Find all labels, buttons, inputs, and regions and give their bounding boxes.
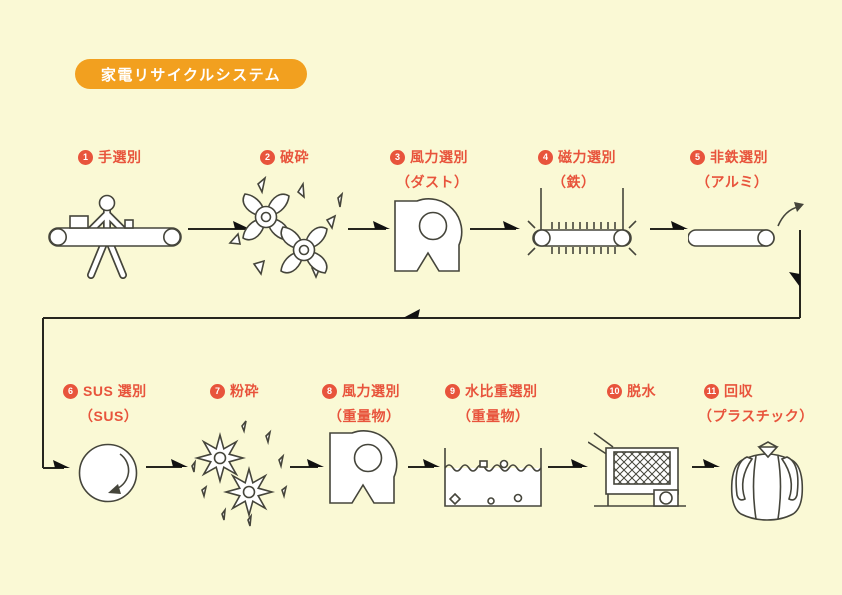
step-label-3: 3 風力選別 （ダスト） <box>390 147 469 192</box>
arrow-step10-step11 <box>692 459 720 468</box>
step-subtitle: （アルミ） <box>696 174 769 190</box>
pulverizer-stars-icon <box>191 420 288 527</box>
step-label-8: 8 風力選別 （重量物） <box>322 381 401 426</box>
arrow-step9-step10 <box>548 459 588 468</box>
air-blower-icon <box>329 430 398 504</box>
step-number-badge: 6 <box>63 383 78 399</box>
title-text: 家電リサイクルシステム <box>100 66 282 84</box>
dewatering-machine-icon <box>588 432 686 507</box>
step-title: 風力選別 <box>410 149 468 165</box>
step-label-9: 9 水比重選別 （重量物） <box>445 381 538 426</box>
step-title: 水比重選別 <box>465 383 538 399</box>
step-number-badge: 5 <box>690 149 705 165</box>
step-title: 風力選別 <box>342 383 400 399</box>
step-subtitle: （ダスト） <box>396 174 469 190</box>
step-number-badge: 8 <box>322 383 337 399</box>
step-title: 磁力選別 <box>558 149 616 165</box>
eddy-current-conveyor-icon <box>688 202 804 247</box>
step-number-badge: 1 <box>78 149 93 165</box>
step-title: 回収 <box>724 383 753 399</box>
step-label-2: 2 破砕 <box>260 147 309 167</box>
title-badge: 家電リサイクルシステム <box>75 59 307 89</box>
step-number-badge: 3 <box>390 149 405 165</box>
step-title: SUS 選別 <box>83 383 147 399</box>
step-title: 破砕 <box>280 149 309 165</box>
crusher-blades-icon <box>228 176 344 280</box>
arrow-step3-step4 <box>470 221 520 230</box>
step-subtitle: （重量物） <box>457 408 530 424</box>
step-subtitle: （重量物） <box>328 408 401 424</box>
step-number-badge: 11 <box>704 383 719 399</box>
step-label-4: 4 磁力選別 （鉄） <box>538 147 616 192</box>
step-label-1: 1 手選別 <box>78 147 142 167</box>
arrow-step4-step5 <box>650 221 688 230</box>
step-label-7: 7 粉砕 <box>210 381 259 401</box>
rotating-drum-icon <box>78 443 138 503</box>
collection-bag-icon <box>730 441 804 521</box>
step-label-10: 10 脱水 <box>607 381 656 401</box>
air-blower-icon <box>394 198 463 272</box>
conveyor-worker-icon <box>48 194 182 279</box>
magnetic-separator-icon <box>527 188 637 256</box>
step-number-badge: 9 <box>445 383 460 399</box>
step-subtitle: （鉄） <box>552 174 596 190</box>
step-subtitle: （プラスチック） <box>698 408 814 424</box>
step-label-5: 5 非鉄選別 （アルミ） <box>690 147 768 192</box>
return-line <box>43 309 800 319</box>
arrow-step8-step9 <box>408 459 440 468</box>
step-number-badge: 7 <box>210 383 225 399</box>
step-title: 手選別 <box>98 149 142 165</box>
step-title: 脱水 <box>627 383 656 399</box>
step-number-badge: 10 <box>607 383 622 399</box>
step-label-11: 11 回収 （プラスチック） <box>698 381 814 426</box>
step-title: 粉砕 <box>230 383 259 399</box>
step-title: 非鉄選別 <box>710 149 768 165</box>
water-separation-tank-icon <box>444 448 542 507</box>
step-label-6: 6 SUS 選別 （SUS） <box>63 381 147 426</box>
step-number-badge: 4 <box>538 149 553 165</box>
step-subtitle: （SUS） <box>79 408 139 424</box>
step-number-badge: 2 <box>260 149 275 165</box>
arrow-step2-step3 <box>348 221 390 230</box>
